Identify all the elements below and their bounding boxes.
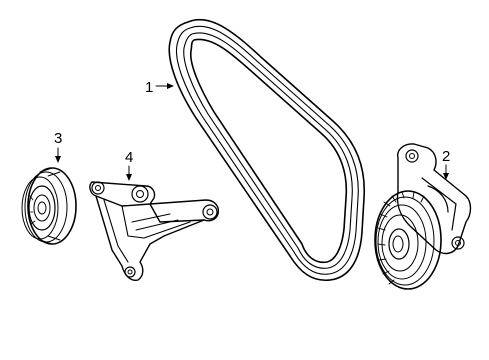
- belt-tensioner: [374, 143, 472, 290]
- callout-arrow-1: [167, 83, 174, 89]
- callout-label-2: 2: [442, 148, 450, 165]
- callout-label-4: 4: [125, 149, 133, 166]
- callout-arrow-3: [55, 156, 61, 163]
- mounting-bracket: [89, 181, 220, 281]
- serpentine-belt: [168, 18, 366, 281]
- callout-1: 1: [145, 79, 174, 96]
- callout-2: 2: [442, 148, 450, 180]
- callout-4: 4: [125, 149, 133, 181]
- idler-pulley: [21, 167, 77, 245]
- callout-3: 3: [54, 130, 62, 163]
- callout-label-1: 1: [145, 79, 153, 96]
- callout-arrow-2: [443, 173, 449, 180]
- callout-label-3: 3: [54, 130, 62, 147]
- callout-arrow-4: [126, 174, 132, 181]
